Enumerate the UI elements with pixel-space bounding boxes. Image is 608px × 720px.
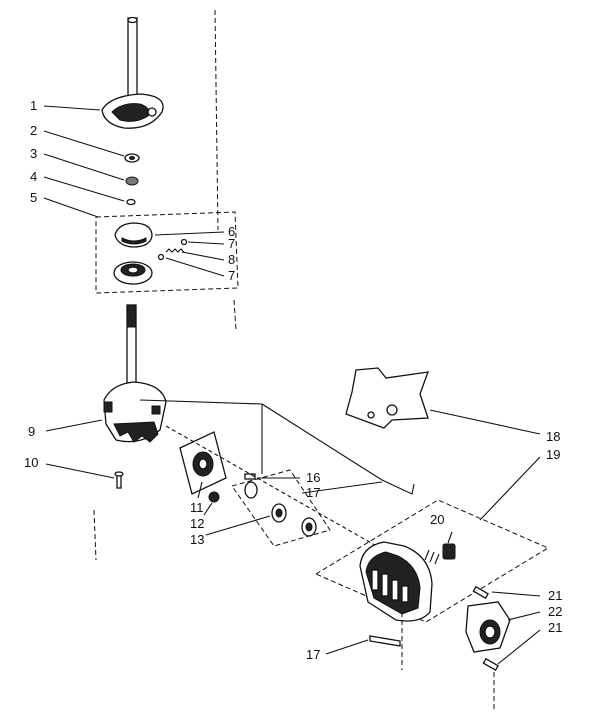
part-9-gearcase [103,381,167,443]
callout-6: 6 [228,224,235,239]
part-17-hex-key [381,479,415,495]
callout-8: 8 [228,252,235,267]
callout-leaders [43,105,541,665]
coupling-group-box [231,469,331,547]
part-17-hex-key-lower [369,635,401,647]
part-7-part-8-spring [157,238,188,261]
callout-19: 19 [546,447,560,462]
callout-22: 22 [548,604,562,619]
part-4-ring [126,198,136,206]
part-21-clip-top [472,585,489,599]
part-11-mounting-plate [179,431,227,495]
part-10-screw [114,471,124,489]
callout-4: 4 [30,169,37,184]
part-1-drive-block [101,93,164,129]
callout-21-upper: 21 [548,588,562,603]
lower-shaft [126,304,137,388]
part-12-nut [208,491,220,503]
assembly-leader-lines [139,399,383,549]
part-5-kit-boundary [95,211,239,294]
callout-2: 2 [30,123,37,138]
callout-labels: 1 2 3 4 5 6 7 8 7 9 10 11 12 13 16 17 18… [24,98,562,662]
part-6-clutch-band [114,222,153,248]
callout-7-lower: 7 [228,268,235,283]
drive-shaft-top [127,16,138,107]
callout-9: 9 [28,424,35,439]
callout-13: 13 [190,532,204,547]
clutch-drum [113,261,153,285]
callout-10: 10 [24,455,38,470]
callout-11: 11 [190,500,204,515]
part-21-clip-bottom [482,657,499,671]
callout-5: 5 [30,190,37,205]
callout-3: 3 [30,146,37,161]
part-22-motor-shield [465,601,511,653]
part-16-clip [244,473,256,480]
callout-21-lower: 21 [548,620,562,635]
callout-17-upper: 17 [306,485,320,500]
callout-12: 12 [190,516,204,531]
part-2-washer [124,153,140,163]
callout-1: 1 [30,98,37,113]
callout-7-upper: 7 [228,236,235,251]
alignment-dashes [93,9,495,712]
part-18-gasket [345,367,429,429]
drive-motor [359,541,433,622]
part-20-capacitor [424,543,456,565]
callout-18: 18 [546,429,560,444]
callout-20: 20 [430,512,444,527]
part-3-bushing [125,176,139,186]
callout-17-lower: 17 [306,647,320,662]
callout-16: 16 [306,470,320,485]
part-13-coupling-set [244,481,317,537]
